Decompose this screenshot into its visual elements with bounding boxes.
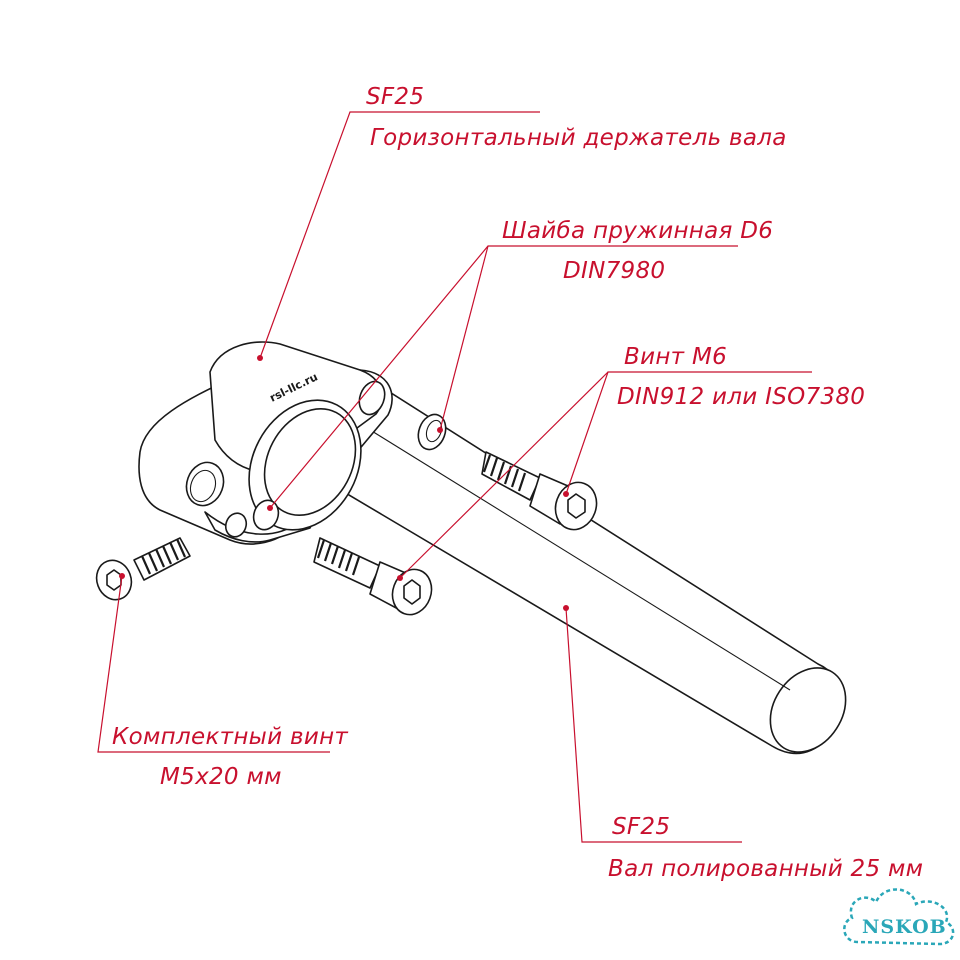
screw-m6-lower bbox=[313, 537, 433, 616]
kit-screw-size-label: M5x20 мм bbox=[160, 764, 282, 790]
kit-screw-name-label: Комплектный винт bbox=[112, 724, 348, 750]
leader-lines bbox=[97, 111, 812, 843]
holder-name-label: Горизонтальный держатель вала bbox=[370, 125, 787, 151]
watermark-text: NSKOB bbox=[862, 916, 947, 938]
callout-labels: SF25 Горизонтальный держатель вала Шайба… bbox=[112, 84, 923, 882]
washer-name-label: Шайба пружинная D6 bbox=[502, 218, 773, 244]
shaft-name-label: Вал полированный 25 мм bbox=[608, 856, 923, 882]
watermark-logo: NSKOB bbox=[843, 888, 955, 946]
shaft-holder: rsl-llc.ru bbox=[138, 341, 393, 545]
polished-shaft bbox=[289, 371, 847, 755]
kit-screw-m5 bbox=[95, 537, 191, 601]
screw-std-label: DIN912 или ISO7380 bbox=[617, 384, 865, 410]
shaft-code-label: SF25 bbox=[612, 814, 670, 840]
washer-std-label: DIN7980 bbox=[563, 258, 665, 284]
holder-code-label: SF25 bbox=[366, 84, 424, 110]
spring-washer bbox=[417, 413, 447, 451]
screw-name-label: Винт M6 bbox=[624, 344, 727, 370]
